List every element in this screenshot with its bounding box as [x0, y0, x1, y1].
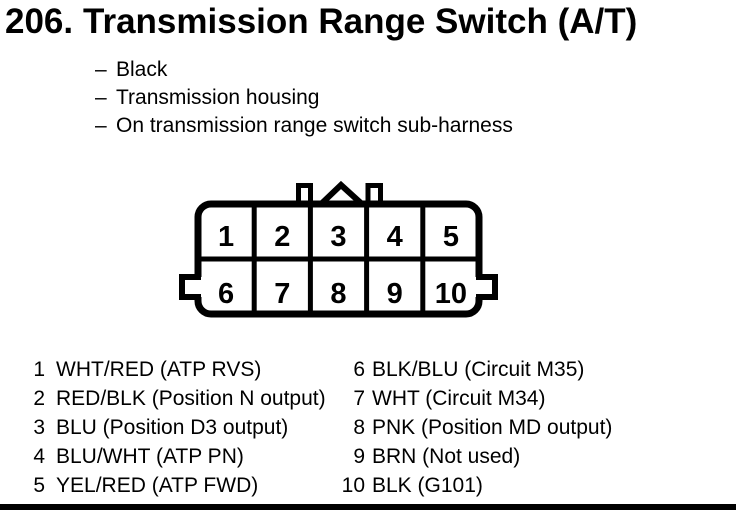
pin-number-label: 6	[353, 358, 365, 381]
bullet-list: – Black – Transmission housing – On tran…	[95, 56, 513, 140]
pin-number: 6	[218, 278, 234, 310]
pin-table-left: 1 WHT/RED (ATP RVS) 2 RED/BLK (Position …	[0, 355, 326, 500]
pin-row: 9 BRN (Not used)	[300, 442, 612, 471]
bullet-text: Transmission housing	[116, 86, 320, 109]
bullet-dash: –	[95, 114, 107, 137]
pin-number-label: 4	[33, 445, 45, 468]
pin-description: BLU/WHT (ATP PN)	[56, 445, 244, 468]
connector-tab-side-left	[179, 274, 204, 300]
pin-description: PNK (Position MD output)	[372, 416, 613, 439]
connector-pin-numbers: 1 2 3 4 5 6 7 8 9 10	[218, 221, 467, 310]
pin-number-label: 9	[353, 445, 365, 468]
pin-number: 8	[330, 278, 346, 310]
pin-description: YEL/RED (ATP FWD)	[56, 474, 259, 497]
pin-description: BLK/BLU (Circuit M35)	[372, 358, 585, 381]
pin-number: 7	[274, 278, 290, 310]
pin-row: 8 PNK (Position MD output)	[300, 413, 612, 442]
connector-key-chevron-icon	[317, 180, 366, 208]
pin-row: 5 YEL/RED (ATP FWD)	[0, 471, 326, 500]
connector-diagram: 1 2 3 4 5 6 7 8 9 10	[179, 180, 498, 318]
pin-number-label: 8	[353, 416, 365, 439]
pin-number-label: 10	[341, 474, 365, 497]
pin-row: 3 BLU (Position D3 output)	[0, 413, 326, 442]
pin-description: RED/BLK (Position N output)	[56, 387, 326, 410]
bullet-dash: –	[95, 58, 107, 81]
pin-number: 3	[330, 221, 346, 253]
pin-row: 7 WHT (Circuit M34)	[300, 384, 612, 413]
pin-row: 2 RED/BLK (Position N output)	[0, 384, 326, 413]
pin-description: BRN (Not used)	[372, 445, 521, 468]
connector-grid-lines	[198, 204, 479, 314]
bullet-dash: –	[95, 86, 107, 109]
pin-number-label: 3	[33, 416, 45, 439]
pin-description: BLK (G101)	[372, 474, 483, 497]
pin-number-label: 2	[33, 387, 45, 410]
pin-number-label: 5	[33, 474, 45, 497]
pin-number: 10	[435, 278, 467, 310]
pin-number: 2	[274, 221, 290, 253]
list-item: – Black	[95, 56, 513, 84]
list-item: – On transmission range switch sub-harne…	[95, 112, 513, 140]
pin-number: 4	[387, 221, 403, 253]
section-number: 206.	[5, 2, 74, 41]
bullet-text: On transmission range switch sub-harness	[116, 114, 513, 137]
pin-table-right: 6 BLK/BLU (Circuit M35) 7 WHT (Circuit M…	[300, 355, 613, 500]
pin-row: 6 BLK/BLU (Circuit M35)	[300, 355, 612, 384]
page-title-text: Transmission Range Switch (A/T)	[83, 2, 638, 41]
pin-number: 1	[218, 221, 234, 253]
pin-number-label: 1	[33, 358, 45, 381]
list-item: – Transmission housing	[95, 84, 513, 112]
pin-row: 4 BLU/WHT (ATP PN)	[0, 442, 326, 471]
pin-number-label: 7	[353, 387, 365, 410]
pin-description: WHT/RED (ATP RVS)	[56, 358, 262, 381]
pin-number: 5	[443, 221, 459, 253]
pin-number: 9	[387, 278, 403, 310]
page-title: 206.Transmission Range Switch (A/T)	[5, 2, 637, 42]
bullet-text: Black	[116, 58, 168, 81]
bottom-divider	[0, 504, 736, 510]
pin-description: WHT (Circuit M34)	[372, 387, 546, 410]
connector-tab-side-right	[473, 274, 498, 300]
pin-row: 1 WHT/RED (ATP RVS)	[0, 355, 326, 384]
pin-row: 10 BLK (G101)	[300, 471, 612, 500]
pin-description: BLU (Position D3 output)	[56, 416, 289, 439]
